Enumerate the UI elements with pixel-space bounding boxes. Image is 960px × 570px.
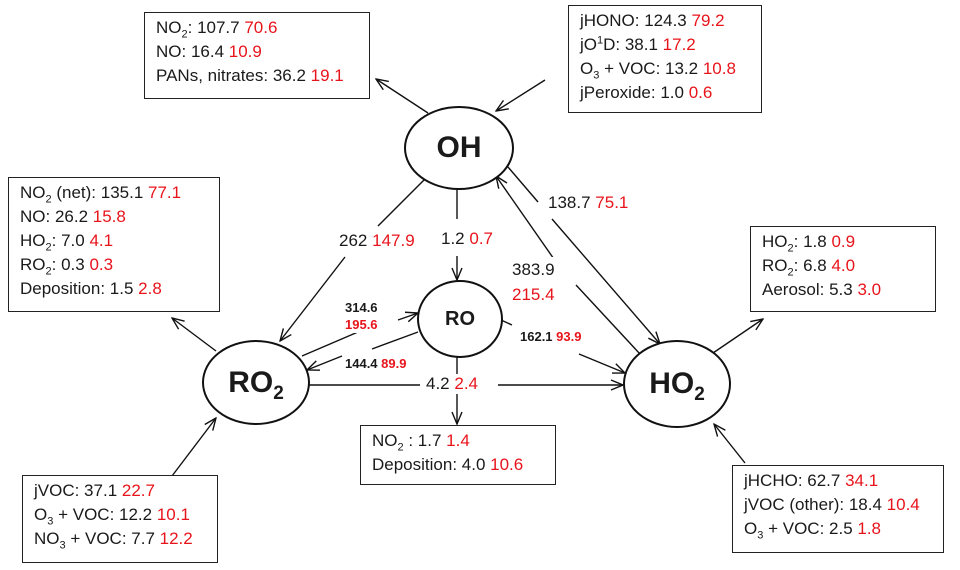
box-entry: NO2: 107.7 70.6 (156, 18, 278, 41)
arrow-source-box-to-ho2 (714, 424, 746, 464)
node-oh: OH (404, 106, 514, 190)
box-entry: NO2 : 1.7 1.4 (372, 431, 470, 454)
secondary-value: 4.1 (89, 231, 114, 250)
arrow-oh-to-ro2-a (377, 176, 428, 227)
box-entry: PANs, nitrates: 36.2 19.1 (156, 66, 344, 85)
node-oh-label: OH (436, 131, 482, 164)
secondary-value: 0.3 (89, 255, 114, 274)
arrow-oh-to-loss-box (376, 79, 429, 114)
node-ho2: HO2 (623, 340, 731, 428)
secondary-value: 2.8 (138, 279, 162, 298)
box-entry: Aerosol: 5.3 3.0 (762, 280, 882, 299)
box-entry: NO: 26.2 15.8 (20, 207, 126, 226)
arrow-ro2-to-ro-b (397, 313, 418, 320)
secondary-value: 22.7 (121, 481, 155, 500)
arrow-oh-to-ho2-a (507, 166, 539, 203)
secondary-value: 10.9 (228, 42, 262, 61)
box-entry: jHCHO: 62.7 34.1 (744, 471, 879, 490)
flux-label-oh-to-ro2: 262 147.9 (337, 231, 417, 251)
box-entry: NO2 (net): 135.1 77.1 (20, 183, 182, 206)
secondary-value: 79.2 (691, 11, 725, 30)
arrow-ro-to-ro2-b (307, 355, 343, 370)
secondary-value: 1.4 (446, 431, 470, 450)
secondary-value: 1.8 (857, 519, 882, 538)
arrow-source-box-to-ro2 (171, 418, 216, 477)
box-entry: jVOC (other): 18.4 10.4 (744, 495, 920, 514)
box-entry: jO1D: 38.1 17.2 (580, 34, 696, 54)
box-entry: Deposition: 4.0 10.6 (372, 455, 524, 474)
box-entry: jPeroxide: 1.0 0.6 (580, 83, 713, 102)
secondary-value: 70.6 (244, 18, 278, 37)
secondary-value: 10.4 (886, 495, 920, 514)
node-ho2-label: HO2 (649, 367, 705, 405)
flux-label-ro-to-ho2: 162.1 93.9 (518, 329, 584, 344)
secondary-value: 10.1 (156, 505, 190, 524)
box-entry: NO3 + VOC: 7.7 12.2 (34, 529, 193, 552)
flux-label-ro2-to-ho2: 4.2 2.4 (424, 374, 481, 394)
secondary-value: 34.1 (845, 471, 879, 490)
arrow-oh-to-ro2-b (280, 256, 346, 341)
arrow-ho2-to-oh-b (496, 176, 557, 263)
secondary-value: 4.0 (831, 256, 856, 275)
oh-source-box: jHONO: 124.3 79.2 jO1D: 38.1 17.2 O3 + VOC… (568, 5, 762, 113)
arrow-ro-to-ro2-a (371, 331, 419, 350)
secondary-value: 0.6 (688, 83, 713, 102)
box-entry: RO2: 6.8 4.0 (762, 256, 856, 279)
secondary-value: 15.8 (92, 207, 126, 226)
box-entry: O3 + VOC: 2.5 1.8 (744, 519, 882, 542)
box-entry: HO2: 1.8 0.9 (762, 232, 856, 255)
arrow-ro-to-ho2-b (578, 353, 625, 373)
box-entry: HO2: 7.0 4.1 (20, 231, 114, 254)
box-entry: Deposition: 1.5 2.8 (20, 279, 162, 298)
secondary-value: 19.1 (310, 66, 344, 85)
arrow-ro2-to-loss-box (172, 318, 217, 352)
secondary-value: 10.8 (702, 59, 736, 78)
node-ro2: RO2 (202, 340, 310, 425)
arrow-ho2-to-oh-a (575, 284, 641, 355)
arrow-source-box-to-oh (496, 79, 546, 111)
secondary-value: 10.6 (490, 455, 524, 474)
box-entry: NO: 16.4 10.9 (156, 42, 262, 61)
secondary-value: 12.2 (159, 529, 193, 548)
arrow-oh-to-ho2-b (551, 218, 660, 344)
secondary-value: 0.9 (831, 232, 856, 251)
box-entry: RO2: 0.3 0.3 (20, 255, 114, 278)
flux-label-ro-to-ro2: 144.4 89.9 (343, 356, 409, 371)
box-entry: O3 + VOC: 13.2 10.8 (580, 59, 736, 82)
node-ro2-label: RO2 (228, 365, 284, 404)
secondary-value: 3.0 (857, 280, 882, 299)
box-entry: jVOC: 37.1 22.7 (34, 481, 155, 500)
node-ro: RO (417, 280, 503, 358)
box-entry: jHONO: 124.3 79.2 (580, 11, 725, 30)
secondary-value: 77.1 (148, 183, 182, 202)
flux-label-oh-to-ro: 1.2 0.7 (439, 229, 496, 249)
arrow-ho2-to-loss-box (712, 319, 763, 354)
secondary-value: 17.2 (662, 35, 696, 54)
box-entry: O3 + VOC: 12.2 10.1 (34, 505, 190, 528)
flux-label-oh-to-ho2: 138.7 75.1 (546, 193, 631, 213)
node-ro-label: RO (445, 307, 475, 330)
